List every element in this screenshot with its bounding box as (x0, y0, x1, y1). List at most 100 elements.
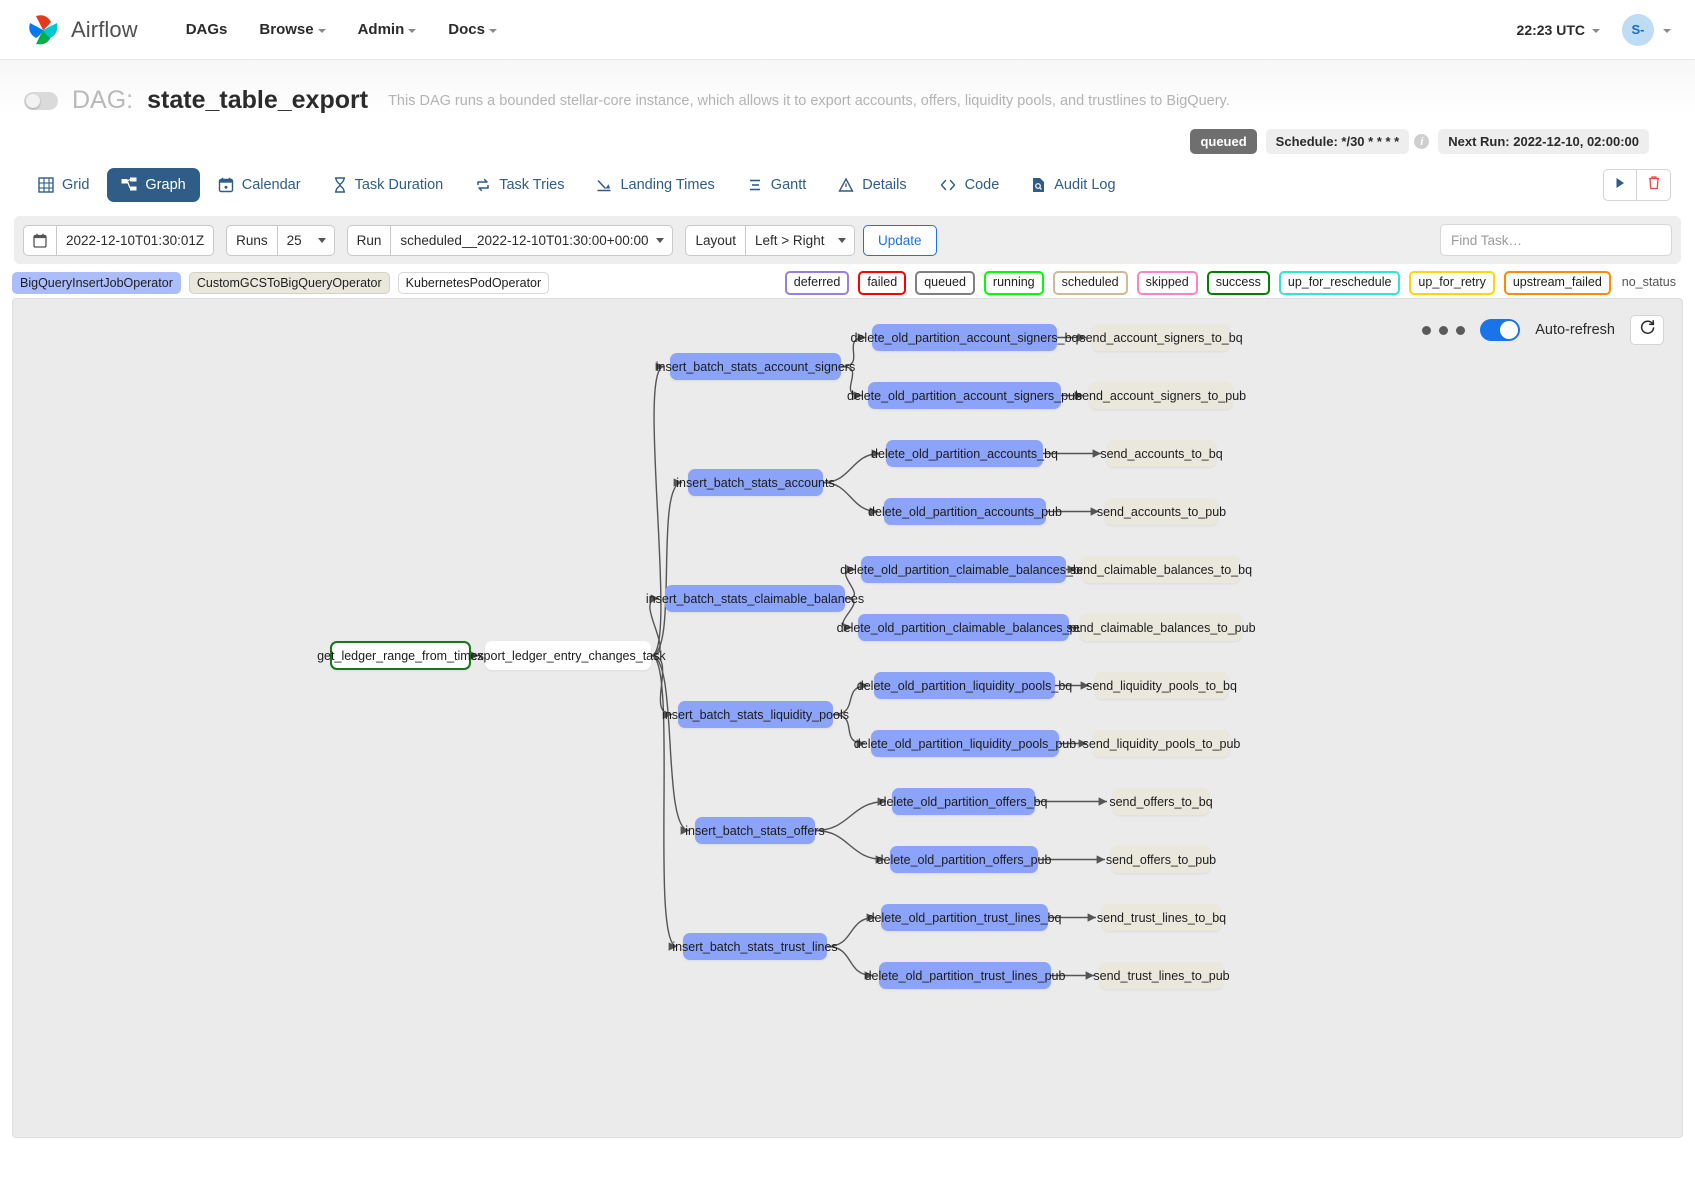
graph-node-get_ledger_range_from_times[interactable]: get_ledger_range_from_times (317, 641, 484, 670)
graph-node-label: delete_old_partition_accounts_pub (868, 504, 1062, 519)
layout-select[interactable]: Left > Right (745, 224, 856, 256)
graph-node-delete_old_partition_claimable_balances_bq[interactable]: delete_old_partition_claimable_balances_… (840, 556, 1087, 583)
tab-task-duration-label: Task Duration (354, 177, 444, 193)
graph-node-send_liquidity_pools_to_pub[interactable]: send_liquidity_pools_to_pub (1083, 730, 1240, 757)
tab-task-tries[interactable]: Task Tries (461, 168, 578, 202)
status-legend-upstream-failed[interactable]: upstream_failed (1503, 271, 1611, 295)
graph-node-delete_old_partition_claimable_balances_pub[interactable]: delete_old_partition_claimable_balances_… (837, 614, 1090, 641)
nav-link-docs[interactable]: Docs (448, 21, 497, 38)
graph-node-send_claimable_balances_to_bq[interactable]: send_claimable_balances_to_bq (1070, 556, 1252, 583)
nav-link-dags[interactable]: DAGs (186, 21, 228, 38)
refresh-button[interactable] (1630, 315, 1664, 345)
status-legend-up-for-reschedule[interactable]: up_for_reschedule (1278, 271, 1401, 295)
tab-audit-log[interactable]: Audit Log (1017, 168, 1129, 202)
graph-node-delete_old_partition_trust_lines_pub[interactable]: delete_old_partition_trust_lines_pub (865, 962, 1065, 989)
tab-details[interactable]: Details (824, 168, 920, 202)
graph-node-insert_batch_stats_trust_lines[interactable]: insert_batch_stats_trust_lines (672, 933, 838, 960)
tab-landing-times[interactable]: Landing Times (582, 168, 728, 202)
play-icon (1613, 176, 1627, 195)
execution-date-input[interactable]: 2022-12-10T01:30:01Z (56, 224, 215, 256)
graph-node-delete_old_partition_liquidity_pools_bq[interactable]: delete_old_partition_liquidity_pools_bq (857, 672, 1072, 699)
dag-actions (1603, 169, 1671, 201)
graph-node-send_trust_lines_to_pub[interactable]: send_trust_lines_to_pub (1093, 962, 1230, 989)
delete-dag-button[interactable] (1637, 169, 1671, 201)
graph-node-send_accounts_to_pub[interactable]: send_accounts_to_pub (1097, 498, 1226, 525)
graph-node-insert_batch_stats_account_signers[interactable]: insert_batch_stats_account_signers (656, 353, 855, 380)
calendar-picker-button[interactable] (23, 224, 57, 256)
trigger-dag-button[interactable] (1603, 169, 1637, 201)
dag-description: This DAG runs a bounded stellar-core ins… (388, 92, 1230, 109)
auto-refresh-label: Auto-refresh (1535, 322, 1615, 338)
dag-header: DAG: state_table_export This DAG runs a … (0, 60, 1695, 154)
dag-pause-toggle[interactable] (24, 91, 58, 110)
graph-node-send_account_signers_to_pub[interactable]: send_account_signers_to_pub (1076, 382, 1246, 409)
status-legend-queued[interactable]: queued (915, 271, 975, 295)
status-legend-skipped[interactable]: skipped (1136, 271, 1198, 295)
graph-node-delete_old_partition_account_signers_pub[interactable]: delete_old_partition_account_signers_pub (847, 382, 1082, 409)
operator-badge-gcs[interactable]: CustomGCSToBigQueryOperator (188, 272, 390, 294)
graph-node-send_account_signers_to_bq[interactable]: send_account_signers_to_bq (1079, 324, 1243, 351)
navbar-right: 22:23 UTC S- (1517, 13, 1671, 46)
tab-calendar[interactable]: Calendar (204, 168, 315, 202)
tab-audit-log-label: Audit Log (1054, 177, 1116, 193)
graph-node-send_liquidity_pools_to_bq[interactable]: send_liquidity_pools_to_bq (1086, 672, 1237, 699)
find-task-input[interactable]: Find Task… (1440, 224, 1672, 256)
status-legend-up-for-retry[interactable]: up_for_retry (1409, 271, 1495, 295)
operator-badge-k8s[interactable]: KubernetesPodOperator (397, 272, 550, 294)
graph-node-insert_batch_stats_accounts[interactable]: insert_batch_stats_accounts (676, 469, 835, 496)
nav-link-admin[interactable]: Admin (358, 21, 417, 38)
chevron-down-icon (1592, 28, 1600, 33)
graph-node-delete_old_partition_trust_lines_bq[interactable]: delete_old_partition_trust_lines_bq (868, 904, 1061, 931)
tab-task-duration[interactable]: Task Duration (319, 168, 458, 202)
tab-details-label: Details (862, 177, 907, 193)
operator-badge-bigquery[interactable]: BigQueryInsertJobOperator (12, 272, 181, 294)
graph-node-label: send_offers_to_pub (1105, 852, 1217, 867)
timezone-selector[interactable]: 22:23 UTC (1517, 22, 1600, 38)
run-select[interactable]: scheduled__2022-12-10T01:30:00+00:00 (390, 224, 674, 256)
chevron-down-icon (488, 28, 497, 33)
nav-link-browse[interactable]: Browse (259, 21, 326, 38)
status-legend-scheduled[interactable]: scheduled (1052, 271, 1128, 295)
graph-node-delete_old_partition_account_signers_bq[interactable]: delete_old_partition_account_signers_bq (851, 324, 1078, 351)
tab-code[interactable]: Code (925, 168, 1014, 202)
schedule-pill[interactable]: Schedule: */30 * * * * (1265, 129, 1410, 154)
tab-grid[interactable]: Grid (24, 168, 103, 202)
graph-node-delete_old_partition_accounts_pub[interactable]: delete_old_partition_accounts_pub (868, 498, 1062, 525)
graph-canvas[interactable]: Auto-refresh get_ledger_range_from_times… (12, 298, 1683, 1138)
status-legend-deferred[interactable]: deferred (784, 271, 850, 295)
graph-node-label: export_ledger_entry_changes_task (470, 648, 666, 663)
runs-select[interactable]: 25 (276, 224, 335, 256)
graph-node-send_offers_to_pub[interactable]: send_offers_to_pub (1106, 846, 1216, 873)
update-button[interactable]: Update (863, 224, 937, 256)
user-menu[interactable]: S- (1622, 13, 1671, 46)
auto-refresh-toggle[interactable] (1480, 319, 1521, 341)
graph-node-label: insert_batch_stats_offers (685, 823, 825, 838)
status-legend-success[interactable]: success (1206, 271, 1270, 295)
tab-graph-label: Graph (145, 177, 186, 193)
graph-node-export_ledger_entry_changes_task[interactable]: export_ledger_entry_changes_task (470, 641, 666, 670)
graph-node-label: delete_old_partition_offers_bq (879, 794, 1048, 809)
tab-gantt[interactable]: Gantt (733, 168, 820, 202)
graph-node-insert_batch_stats_claimable_balances[interactable]: insert_batch_stats_claimable_balances (646, 585, 864, 612)
graph-node-delete_old_partition_accounts_bq[interactable]: delete_old_partition_accounts_bq (871, 440, 1058, 467)
status-legend-running[interactable]: running (983, 271, 1044, 295)
graph-node-delete_old_partition_offers_pub[interactable]: delete_old_partition_offers_pub (877, 846, 1051, 873)
graph-node-send_accounts_to_bq[interactable]: send_accounts_to_bq (1100, 440, 1223, 467)
status-legend-no-status[interactable]: no_status (1619, 273, 1683, 293)
graph-node-insert_batch_stats_liquidity_pools[interactable]: insert_batch_stats_liquidity_pools (662, 701, 849, 728)
nav-link-dags-label: DAGs (185, 21, 228, 38)
graph-node-delete_old_partition_liquidity_pools_pub[interactable]: delete_old_partition_liquidity_pools_pub (854, 730, 1076, 757)
tab-graph[interactable]: Graph (107, 168, 200, 202)
graph-node-send_trust_lines_to_bq[interactable]: send_trust_lines_to_bq (1097, 904, 1226, 931)
graph-node-send_offers_to_bq[interactable]: send_offers_to_bq (1109, 788, 1213, 815)
graph-node-insert_batch_stats_offers[interactable]: insert_batch_stats_offers (685, 817, 825, 844)
brand-home-link[interactable]: Airflow (24, 11, 138, 49)
dag-title-row: DAG: state_table_export This DAG runs a … (24, 86, 1671, 115)
tab-task-tries-label: Task Tries (499, 177, 565, 193)
dag-meta-row: queued Schedule: */30 * * * * i Next Run… (24, 129, 1671, 154)
status-badge: queued (1190, 129, 1257, 154)
graph-node-delete_old_partition_offers_bq[interactable]: delete_old_partition_offers_bq (880, 788, 1047, 815)
status-legend-failed[interactable]: failed (858, 271, 907, 295)
info-icon[interactable]: i (1414, 134, 1430, 149)
graph-node-send_claimable_balances_to_pub[interactable]: send_claimable_balances_to_pub (1066, 614, 1256, 641)
